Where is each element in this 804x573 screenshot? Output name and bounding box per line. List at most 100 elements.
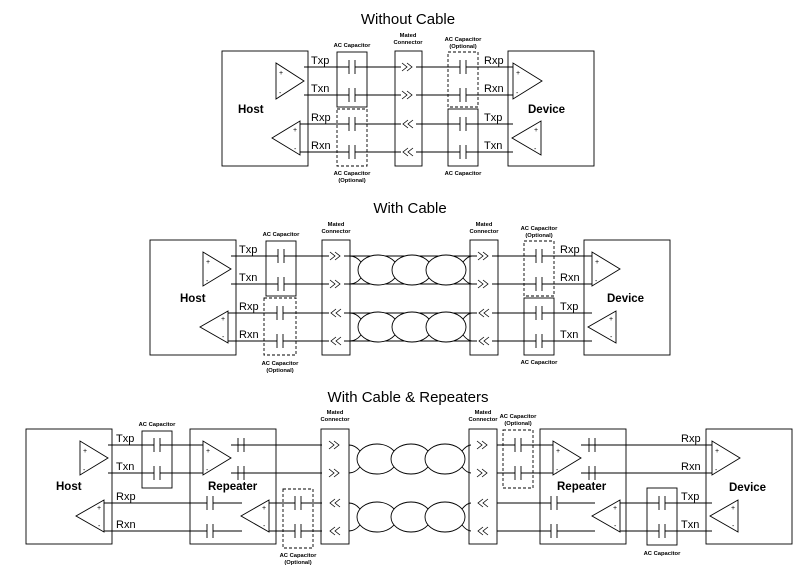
connector-chevron-right-icon xyxy=(401,90,416,100)
capacitor-symbol-icon xyxy=(658,496,666,510)
capacitor-symbol-icon xyxy=(153,438,161,452)
mated-connector-caption: Mated xyxy=(476,222,493,228)
txp-label: Txp xyxy=(560,301,578,313)
connector-chevron-left-icon xyxy=(401,119,416,129)
ac-capacitor-box xyxy=(141,430,173,489)
device-box xyxy=(583,239,671,356)
capacitor-symbol-icon xyxy=(348,60,356,74)
connector-chevron-right-icon xyxy=(477,251,492,261)
section-without-cable: Without Cable Host + - + - Device + - + … xyxy=(221,11,595,184)
amp-plus-sign: + xyxy=(715,448,719,455)
ac-capacitor-box xyxy=(336,51,368,108)
ac-capacitor-optional-caption: AC Capacitor xyxy=(334,171,371,177)
txn-label: Txn xyxy=(681,519,699,531)
amp-minus-sign: - xyxy=(83,467,86,474)
twisted-pair-cable-icon xyxy=(349,254,473,286)
twisted-pair-cable-icon xyxy=(348,443,472,475)
txp-label: Txp xyxy=(116,433,134,445)
connector-chevron-left-icon xyxy=(476,526,491,536)
amp-minus-sign: - xyxy=(294,146,297,153)
ac-capacitor-optional-caption: (Optional) xyxy=(266,368,293,374)
amp-plus-sign: + xyxy=(279,70,283,77)
amp-minus-sign: - xyxy=(98,523,101,530)
capacitor-symbol-icon xyxy=(277,249,285,263)
capacitor-symbol-icon xyxy=(459,60,467,74)
host-tx-amplifier-icon xyxy=(79,440,109,476)
mated-connector-caption: Connector xyxy=(469,417,499,423)
capacitor-symbol-icon xyxy=(294,496,302,510)
ac-capacitor-caption: AC Capacitor xyxy=(263,232,300,238)
capacitor-symbol-icon xyxy=(348,117,356,131)
ac-capacitor-box xyxy=(447,108,479,167)
capacitor-symbol-icon xyxy=(535,334,543,348)
section-with-cable-repeaters: With Cable & Repeaters Host + - + - Txp … xyxy=(25,389,793,566)
ac-capacitor-optional-box xyxy=(447,51,479,108)
capacitor-symbol-icon xyxy=(514,438,522,452)
rxp-label: Rxp xyxy=(560,244,580,256)
amp-minus-sign: - xyxy=(595,278,598,285)
device-tx-amplifier-icon xyxy=(709,499,739,533)
mated-connector-caption: Mated xyxy=(400,33,417,39)
amp-minus-sign: - xyxy=(206,467,209,474)
ac-capacitor-optional-caption: (Optional) xyxy=(338,178,365,184)
amp-plus-sign: + xyxy=(595,259,599,266)
mated-connector-caption: Mated xyxy=(328,222,345,228)
ac-capacitor-caption: AC Capacitor xyxy=(139,422,176,428)
capacitor-symbol-icon xyxy=(535,277,543,291)
ac-capacitor-optional-box xyxy=(502,429,534,489)
capacitor-symbol-icon xyxy=(514,466,522,480)
capacitor-symbol-icon xyxy=(550,496,558,510)
connector-chevron-right-icon xyxy=(477,279,492,289)
amp-plus-sign: + xyxy=(534,127,538,134)
txn-label: Txn xyxy=(484,140,502,152)
connector-chevron-right-icon xyxy=(401,62,416,72)
txn-label: Txn xyxy=(239,272,257,284)
mated-connector-box xyxy=(469,239,499,356)
mated-connector-box xyxy=(321,239,351,356)
repeater-rx-amplifier-icon xyxy=(240,499,270,533)
ac-capacitor-caption: AC Capacitor xyxy=(521,360,558,366)
capacitor-symbol-icon xyxy=(206,496,214,510)
connector-chevron-right-icon xyxy=(476,468,491,478)
mated-connector-box xyxy=(320,428,350,545)
device-box xyxy=(507,50,595,167)
txn-label: Txn xyxy=(560,329,578,341)
host-rx-amplifier-icon xyxy=(199,310,229,344)
amp-minus-sign: - xyxy=(556,467,559,474)
ac-capacitor-optional-caption: AC Capacitor xyxy=(500,414,537,420)
connector-chevron-right-icon xyxy=(328,440,343,450)
amp-minus-sign: - xyxy=(614,523,617,530)
capacitor-symbol-icon xyxy=(153,466,161,480)
repeater-label: Repeater xyxy=(557,481,607,493)
amp-minus-sign: - xyxy=(279,90,282,97)
mated-connector-caption: Mated xyxy=(327,410,344,416)
device-label: Device xyxy=(729,482,766,494)
connector-chevron-left-icon xyxy=(476,498,491,508)
repeater-tx-amplifier-icon xyxy=(202,440,232,476)
txp-label: Txp xyxy=(239,244,257,256)
host-tx-amplifier-icon xyxy=(275,62,305,100)
host-box xyxy=(25,428,113,545)
device-rx-amplifier-icon xyxy=(512,62,543,100)
rxp-label: Rxp xyxy=(311,112,331,124)
ac-capacitor-optional-caption: AC Capacitor xyxy=(521,226,558,232)
capacitor-symbol-icon xyxy=(276,306,284,320)
amp-minus-sign: - xyxy=(610,334,613,341)
section-title-with-cable: With Cable xyxy=(373,200,446,217)
amp-minus-sign: - xyxy=(263,523,266,530)
rxn-label: Rxn xyxy=(681,461,701,473)
amp-plus-sign: + xyxy=(613,505,617,512)
ac-capacitor-optional-box xyxy=(282,488,314,549)
amp-plus-sign: + xyxy=(206,259,210,266)
device-tx-amplifier-icon xyxy=(511,120,542,156)
amp-plus-sign: + xyxy=(206,448,210,455)
txp-label: Txp xyxy=(681,491,699,503)
txn-label: Txn xyxy=(311,83,329,95)
amp-minus-sign: - xyxy=(222,334,225,341)
device-label: Device xyxy=(528,104,565,116)
ac-capacitor-optional-caption: AC Capacitor xyxy=(262,361,299,367)
ac-capacitor-optional-caption: (Optional) xyxy=(284,560,311,566)
txp-label: Txp xyxy=(311,55,329,67)
device-box xyxy=(705,428,793,545)
